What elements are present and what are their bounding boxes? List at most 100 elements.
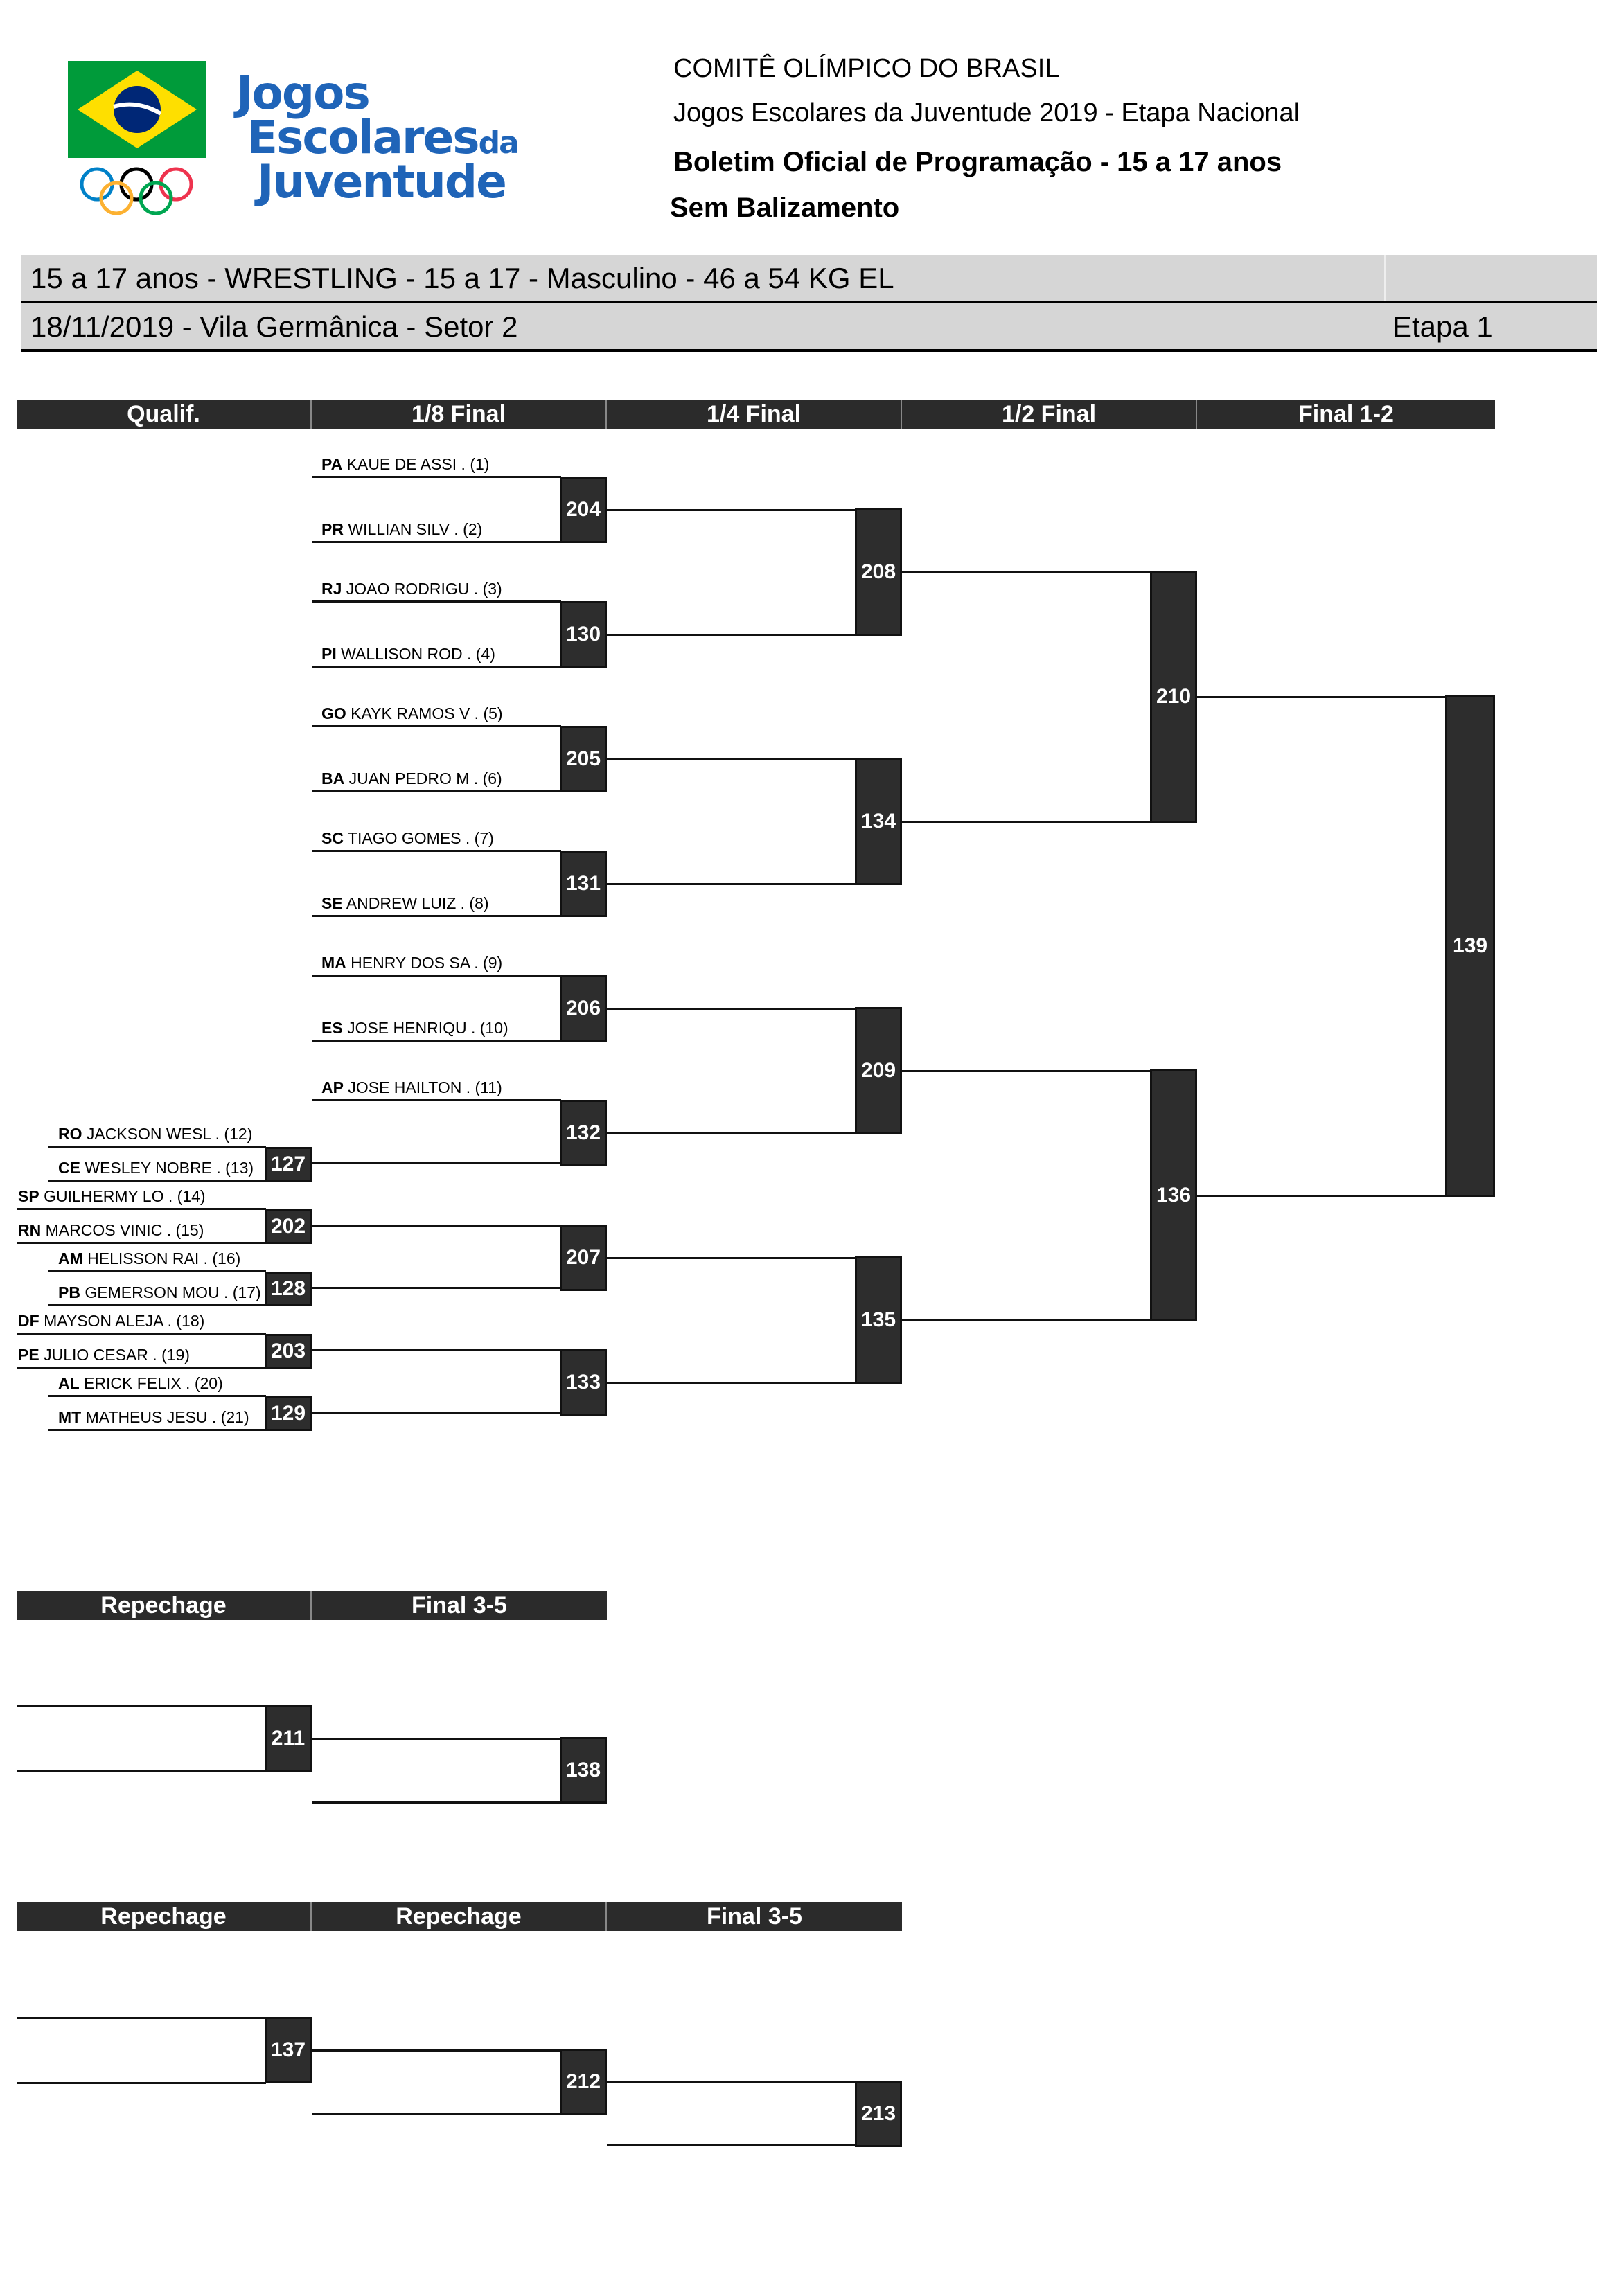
entrant-label: GO KAYK RAMOS V . (5) <box>321 704 503 722</box>
entrant-slot: RN MARCOS VINIC . (15) <box>17 1216 266 1244</box>
col-repechage: Repechage <box>17 1591 312 1620</box>
entrant-label: PR WILLIAN SILV . (2) <box>321 520 483 538</box>
entrant-slot: PE JULIO CESAR . (19) <box>17 1341 266 1369</box>
entrant-label: RO JACKSON WESL . (12) <box>58 1125 253 1143</box>
bracket-line <box>17 1705 266 1707</box>
entrant-label: SP GUILHERMY LO . (14) <box>18 1187 206 1205</box>
match-box[interactable]: 207 <box>560 1225 607 1291</box>
bracket-line <box>607 509 856 511</box>
match-box[interactable]: 206 <box>560 975 607 1042</box>
entrant-label: ES JOSE HENRIQU . (10) <box>321 1019 508 1037</box>
entrant-label: MA HENRY DOS SA . (9) <box>321 954 503 972</box>
bracket-line <box>607 1008 856 1010</box>
bracket-line <box>312 1801 561 1804</box>
bracket-line <box>1197 1195 1447 1197</box>
entrant-slot: ES JOSE HENRIQU . (10) <box>312 1014 561 1042</box>
match-box[interactable]: 203 <box>265 1334 312 1369</box>
entrant-slot: MA HENRY DOS SA . (9) <box>312 949 561 977</box>
bracket-line <box>607 2144 856 2146</box>
logo-word-escolares: Escolaresda <box>247 111 520 164</box>
bracket-line <box>312 1412 561 1414</box>
bracket-line <box>312 2113 561 2115</box>
col-final: Final 1-2 <box>1197 400 1495 429</box>
match-box[interactable]: 212 <box>560 2049 607 2115</box>
entrant-slot: DF MAYSON ALEJA . (18) <box>17 1307 266 1335</box>
date-band: 18/11/2019 - Vila Germânica - Setor 2 Et… <box>21 303 1597 352</box>
logo: Jogos Escolaresda Juventude <box>68 61 553 227</box>
match-box[interactable]: 136 <box>1150 1069 1197 1321</box>
entrant-slot: BA JUAN PEDRO M . (6) <box>312 765 561 792</box>
bracket-line <box>17 2017 266 2019</box>
entrant-slot: GO KAYK RAMOS V . (5) <box>312 700 561 727</box>
date-venue: 18/11/2019 - Vila Germânica - Setor 2 <box>30 310 518 343</box>
entrant-label: SE ANDREW LUIZ . (8) <box>321 894 489 912</box>
match-box[interactable]: 133 <box>560 1349 607 1416</box>
match-box[interactable]: 128 <box>265 1272 312 1306</box>
bracket-line <box>312 1287 561 1289</box>
entrant-slot: AM HELISSON RAI . (16) <box>48 1245 266 1272</box>
bracket-line <box>312 2049 561 2052</box>
match-box[interactable]: 131 <box>560 851 607 917</box>
entrant-label: AP JOSE HAILTON . (11) <box>321 1078 502 1096</box>
category-band: 15 a 17 anos - WRESTLING - 15 a 17 - Mas… <box>21 255 1597 303</box>
bracket-line <box>902 821 1151 823</box>
entrant-label: CE WESLEY NOBRE . (13) <box>58 1159 254 1177</box>
entrant-slot: AL ERICK FELIX . (20) <box>48 1369 266 1397</box>
entrant-label: PB GEMERSON MOU . (17) <box>58 1283 261 1301</box>
brazil-flag-icon <box>68 61 206 158</box>
entrant-label: AM HELISSON RAI . (16) <box>58 1249 241 1267</box>
col-qf: 1/4 Final <box>607 400 902 429</box>
match-box[interactable]: 211 <box>265 1705 312 1772</box>
match-box[interactable]: 129 <box>265 1396 312 1431</box>
match-box[interactable]: 208 <box>855 508 902 636</box>
bracket-line <box>17 2082 266 2084</box>
bracket-line <box>607 1132 856 1134</box>
entrant-label: PA KAUE DE ASSI . (1) <box>321 455 490 473</box>
entrant-slot: SC TIAGO GOMES . (7) <box>312 824 561 852</box>
bracket-line <box>607 758 856 760</box>
match-box[interactable]: 138 <box>560 1737 607 1804</box>
col-repechage: Repechage <box>17 1902 312 1931</box>
entrant-label: AL ERICK FELIX . (20) <box>58 1374 223 1392</box>
bracket-line <box>17 1770 266 1772</box>
entrant-slot: RO JACKSON WESL . (12) <box>48 1120 266 1148</box>
entrant-label: PI WALLISON ROD . (4) <box>321 645 495 663</box>
col-final-3-5: Final 3-5 <box>607 1902 902 1931</box>
match-box[interactable]: 137 <box>265 2017 312 2083</box>
col-final-3-5: Final 3-5 <box>312 1591 607 1620</box>
bracket-line <box>312 1738 561 1740</box>
bracket-line <box>312 1349 561 1351</box>
bracket-line <box>607 1382 856 1384</box>
entrant-slot: SE ANDREW LUIZ . (8) <box>312 889 561 917</box>
col-r16: 1/8 Final <box>312 400 607 429</box>
entrant-slot: MT MATHEUS JESU . (21) <box>48 1403 266 1431</box>
match-box[interactable]: 139 <box>1445 695 1495 1197</box>
entrant-label: RJ JOAO RODRIGU . (3) <box>321 580 502 598</box>
match-box[interactable]: 132 <box>560 1100 607 1166</box>
entrant-label: DF MAYSON ALEJA . (18) <box>18 1312 205 1330</box>
bracket-line <box>607 634 856 636</box>
match-box[interactable]: 213 <box>855 2081 902 2147</box>
entrant-label: RN MARCOS VINIC . (15) <box>18 1221 204 1239</box>
match-box[interactable]: 130 <box>560 601 607 668</box>
match-box[interactable]: 209 <box>855 1007 902 1134</box>
match-box[interactable]: 205 <box>560 726 607 792</box>
col-sf: 1/2 Final <box>902 400 1197 429</box>
entrant-slot: PA KAUE DE ASSI . (1) <box>312 450 561 478</box>
match-box[interactable]: 127 <box>265 1147 312 1182</box>
entrant-slot: AP JOSE HAILTON . (11) <box>312 1074 561 1101</box>
stage-label: Etapa 1 <box>1392 310 1493 343</box>
entrant-slot: CE WESLEY NOBRE . (13) <box>48 1154 266 1182</box>
match-box[interactable]: 134 <box>855 758 902 885</box>
match-box[interactable]: 135 <box>855 1256 902 1384</box>
category-title: 15 a 17 anos - WRESTLING - 15 a 17 - Mas… <box>30 262 894 294</box>
event-name: Jogos Escolares da Juventude 2019 - Etap… <box>673 98 1300 127</box>
entrant-slot: PB GEMERSON MOU . (17) <box>48 1279 266 1306</box>
match-box[interactable]: 210 <box>1150 571 1197 823</box>
olympic-rings-icon <box>80 167 193 215</box>
match-box[interactable]: 202 <box>265 1209 312 1244</box>
match-box[interactable]: 204 <box>560 477 607 543</box>
logo-word-jogos: Jogos <box>236 66 371 120</box>
entrant-slot: SP GUILHERMY LO . (14) <box>17 1182 266 1210</box>
seeding-label: Sem Balizamento <box>670 193 900 223</box>
